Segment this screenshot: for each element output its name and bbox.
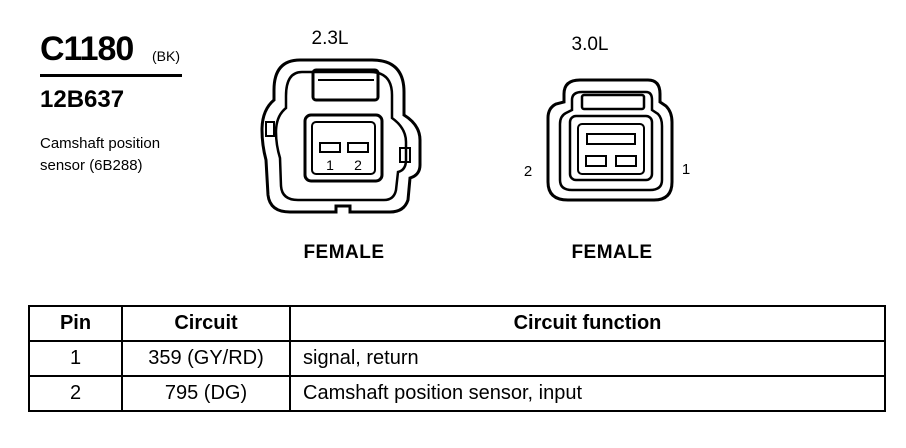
table-row: 2 795 (DG) Camshaft position sensor, inp… xyxy=(28,375,886,412)
pin-label-right-3-0l: 1 xyxy=(682,161,690,178)
header-circuit-function: Circuit function xyxy=(289,305,886,342)
outer-shell-3-0l xyxy=(546,78,674,202)
inner-shell-2-3l xyxy=(274,70,408,202)
pin-cavity-frame-2-3l xyxy=(303,113,384,183)
connector-description: Camshaft position sensor (6B288) xyxy=(40,133,200,177)
connector-3-0l-drawing: 3.0L 2 1 FEMALE xyxy=(524,34,690,263)
pin-cell: 1 xyxy=(28,340,123,377)
left-tab-2-3l xyxy=(265,121,275,137)
pin-label-1-2-3l: 1 xyxy=(326,157,334,173)
function-cell: Camshaft position sensor, input xyxy=(289,375,886,412)
circuit-cell: 795 (DG) xyxy=(121,375,291,412)
header-circuit: Circuit xyxy=(121,305,291,342)
pin-1-slot-2-3l xyxy=(319,142,341,153)
gender-label-3-0l: FEMALE xyxy=(571,242,652,263)
description-line-2: sensor (6B288) xyxy=(40,157,143,174)
key-slot-3-0l xyxy=(586,133,636,145)
part-number: 12B637 xyxy=(40,86,125,113)
latch-3-0l xyxy=(580,93,646,111)
pin-label-2-2-3l: 2 xyxy=(354,157,362,173)
latch-2-3l xyxy=(311,68,380,102)
pinout-table: Pin Circuit Circuit function 1 359 (GY/R… xyxy=(28,305,886,412)
table-row: 1 359 (GY/RD) signal, return xyxy=(28,340,886,377)
engine-label-3-0l: 3.0L xyxy=(572,34,609,55)
connector-code: C1180 xyxy=(40,30,134,68)
pin-cell: 2 xyxy=(28,375,123,412)
pin-cavity-inner-3-0l xyxy=(577,123,645,175)
header-pin: Pin xyxy=(28,305,123,342)
description-line-1: Camshaft position xyxy=(40,135,161,152)
right-tab-2-3l xyxy=(399,147,411,163)
pin-label-left-3-0l: 2 xyxy=(524,163,532,180)
pin-2-slot-2-3l xyxy=(347,142,369,153)
pin-cavity-frame-3-0l xyxy=(568,114,654,182)
pin-2-slot-3-0l xyxy=(585,155,607,167)
connector-2-3l-drawing: 2.3L 1 2 FEMALE xyxy=(260,28,422,263)
pin-cavity-inner-2-3l xyxy=(311,121,376,175)
inner-shell-3-0l xyxy=(558,90,664,192)
connector-color: (BK) xyxy=(152,48,180,64)
engine-label-2-3l: 2.3L xyxy=(312,28,349,49)
outer-shell-2-3l xyxy=(260,58,422,214)
pin-1-slot-3-0l xyxy=(615,155,637,167)
table-header-row: Pin Circuit Circuit function xyxy=(28,305,886,342)
title-underline xyxy=(40,74,182,77)
gender-label-2-3l: FEMALE xyxy=(303,242,384,263)
connector-diagrams: 2.3L 1 2 FEMALE 3.0L 2 1 FEMALE xyxy=(260,28,690,263)
circuit-cell: 359 (GY/RD) xyxy=(121,340,291,377)
function-cell: signal, return xyxy=(289,340,886,377)
